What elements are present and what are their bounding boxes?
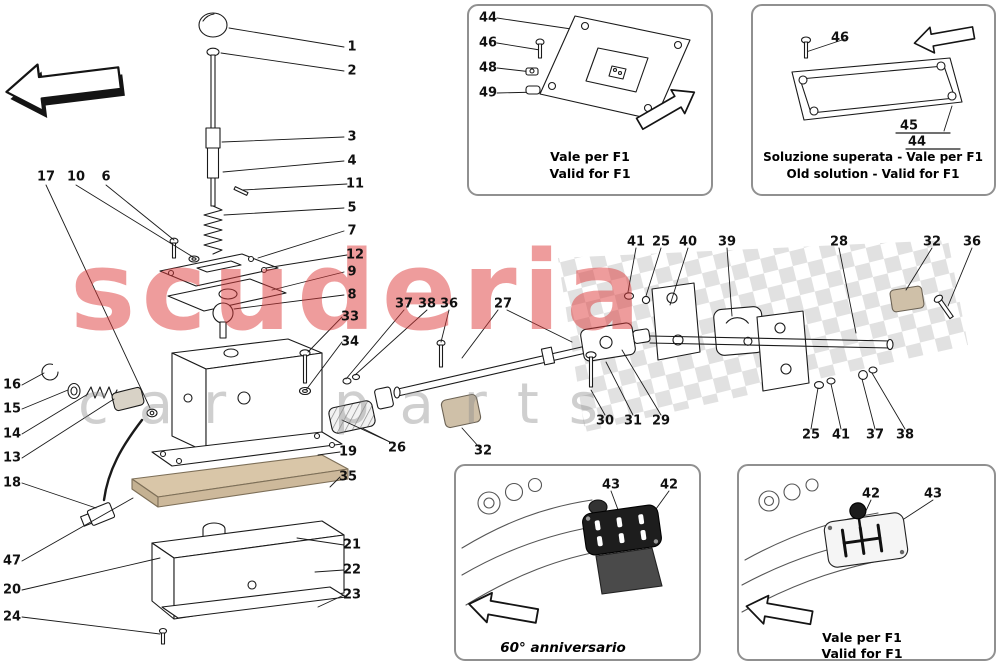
f1-gate-plate [823, 502, 909, 568]
inset-frame-f1-console [737, 464, 996, 661]
caption-f1-line2: Valid for F1 [549, 166, 631, 181]
main-direction-arrow-icon [2, 53, 127, 123]
old-plate-drawing [791, 36, 963, 121]
pan-screw [158, 627, 168, 645]
rod-joint-block [580, 322, 651, 362]
lever-spring [203, 205, 223, 255]
coupling-ring [374, 386, 394, 410]
rubber-bushing [440, 393, 482, 429]
inset-frame-anniversario [454, 464, 701, 661]
inset-arrow-left-icon [465, 588, 541, 632]
caption-f1-console-line2: Valid for F1 [821, 646, 903, 661]
f1-plate-drawing [525, 15, 691, 121]
left-small-parts [41, 363, 158, 418]
linkage-rod-right [649, 335, 894, 351]
caption-f1-line1: Vale per F1 [550, 149, 630, 164]
ball-joint [212, 302, 234, 339]
intermediate-plate [167, 278, 287, 312]
caption-old-solution-line1: Soluzione superata - Vale per F1 [763, 150, 983, 164]
mount-bracket-left [651, 282, 701, 361]
caption-old-solution-line2: Old solution - Valid for F1 [786, 167, 960, 181]
gear-lever-shaft [205, 54, 249, 207]
mount-bracket-center [713, 306, 765, 356]
linkage-rod-left [393, 345, 587, 399]
inset-arrow-left-icon [911, 19, 977, 57]
hatched-coupling [328, 400, 376, 434]
inset-frame-old-solution [751, 4, 996, 196]
tan-gasket [131, 454, 349, 508]
caption-anniversario: 60° anniversario [500, 640, 626, 656]
gate-plate [159, 253, 279, 287]
reverse-lockout-cable [80, 418, 144, 527]
lower-flange [151, 431, 343, 467]
end-bolt [933, 294, 954, 320]
gear-knob [198, 12, 228, 57]
inset-frame-f1 [467, 4, 713, 196]
plate-screw [169, 237, 200, 263]
pan-gasket [161, 586, 347, 619]
caption-f1-console-line1: Vale per F1 [822, 630, 902, 645]
mount-bracket-right [756, 310, 810, 392]
inset-arrow-left-icon [743, 591, 815, 633]
shift-housing [171, 338, 323, 453]
anniversario-gate-plate [582, 499, 663, 595]
end-bushing [889, 285, 925, 313]
housing-bolt [298, 349, 312, 396]
